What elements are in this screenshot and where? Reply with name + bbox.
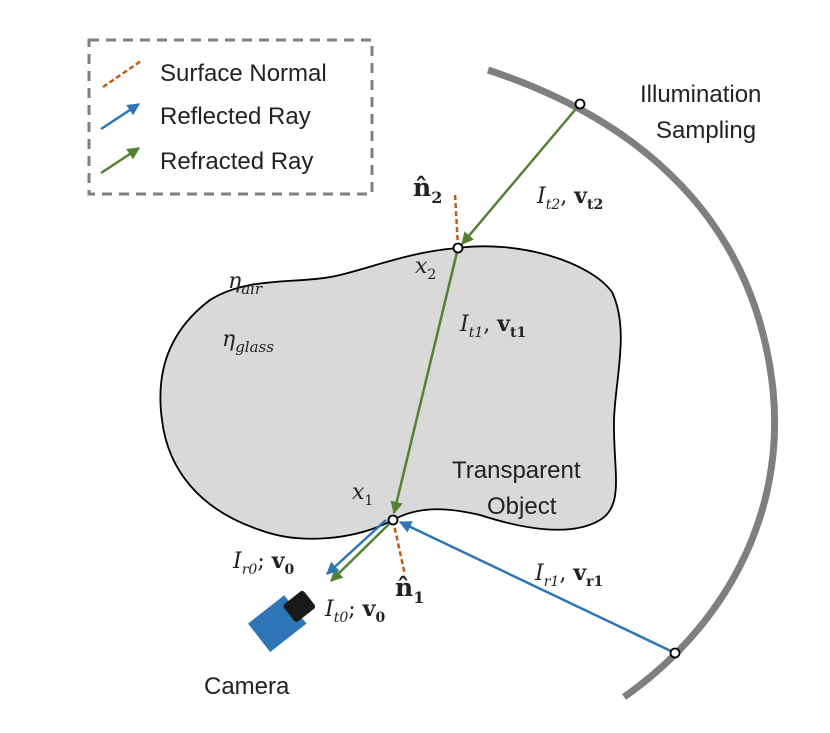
refracted-ray-t0 — [330, 523, 390, 582]
legend-reflected-swatch — [100, 102, 141, 131]
reflected-ray-r1 — [398, 520, 676, 655]
legend-reflected-label: Reflected Ray — [160, 103, 311, 130]
ray-t0-label: It0; v0 — [324, 596, 385, 626]
object-label-line2: Object — [487, 493, 557, 520]
illumination-sampling-arc — [486, 66, 779, 700]
legend-border — [87, 38, 374, 196]
point-x1-label: x1 — [352, 480, 373, 509]
eta-air-label: ηair — [228, 269, 263, 298]
legend-refracted-swatch — [100, 146, 141, 175]
sample-point-top — [574, 98, 586, 110]
refracted-ray-t1 — [390, 247, 460, 515]
ray-r1-label: Ir1, vr1 — [534, 560, 603, 590]
eta-glass-label: ηglass — [222, 327, 274, 356]
legend-normal-swatch — [102, 59, 142, 89]
ray-t1-label: It1, vt1 — [459, 311, 526, 341]
illumination-label-line2: Sampling — [656, 117, 756, 144]
ray-t2-label: It2, vt2 — [536, 183, 603, 213]
legend-refracted-label: Refracted Ray — [160, 148, 313, 175]
camera-icon — [248, 590, 316, 652]
point-x2-label: x2 — [415, 254, 436, 283]
camera-label: Camera — [204, 673, 290, 700]
illumination-label-line1: Illumination — [640, 81, 761, 108]
normal-n2-label: n̂2 — [413, 173, 442, 207]
legend-normal-label: Surface Normal — [160, 60, 327, 87]
surface-normal-n1 — [391, 519, 407, 576]
intersection-point-x1 — [387, 514, 399, 526]
refracted-ray-t2 — [461, 103, 581, 245]
surface-normal-n2 — [453, 192, 460, 249]
legend: Surface Normal Reflected Ray Refracted R… — [87, 38, 374, 196]
sample-point-bottom — [669, 647, 681, 659]
object-label-line1: Transparent — [452, 457, 581, 484]
reflected-ray-r0 — [326, 519, 387, 575]
ray-r0-label: Ir0; v0 — [232, 548, 295, 578]
normal-n1-label: n̂1 — [395, 573, 424, 607]
intersection-point-x2 — [452, 242, 464, 254]
